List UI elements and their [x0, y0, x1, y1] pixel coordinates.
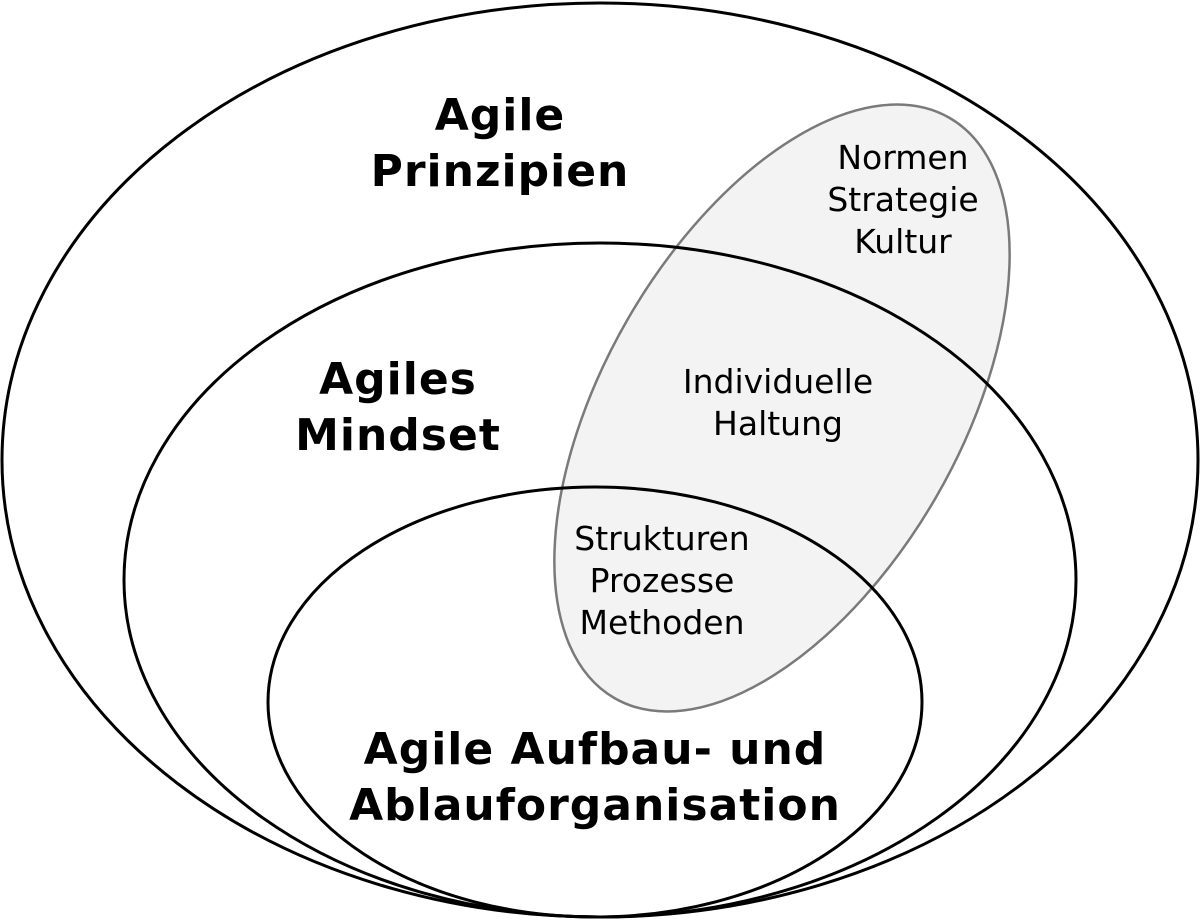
label-methoden: Methoden — [579, 603, 745, 642]
label-individuelle: Individuelle — [682, 362, 874, 401]
tilted-ellipse-individuelle-ebene — [553, 103, 1011, 713]
label-strukturen: Strukturen — [574, 519, 750, 558]
label-haltung: Haltung — [713, 404, 843, 443]
label-agile-aufbau-ablauforganisation: Agile Aufbau- und Ablauforganisation — [300, 722, 890, 834]
label-agile-prinzipien-line-1: Agile — [434, 90, 566, 141]
label-agiles-mindset: Agiles Mindset — [248, 352, 548, 464]
label-kultur: Kultur — [854, 222, 952, 261]
label-normen-strategie-kultur: Normen Strategie Kultur — [793, 137, 1013, 263]
label-agile-prinzipien: Agile Prinzipien — [330, 88, 670, 200]
label-normen: Normen — [837, 138, 969, 177]
inner-ellipse-aufbau-ablauforganisation — [266, 485, 924, 919]
label-strukturen-prozesse-methoden: Strukturen Prozesse Methoden — [542, 518, 782, 644]
label-individuelle-haltung: Individuelle Haltung — [648, 361, 908, 445]
label-agiles-mindset-line-2: Mindset — [295, 410, 501, 461]
label-agile-prinzipien-line-2: Prinzipien — [370, 146, 630, 197]
label-strategie: Strategie — [827, 180, 979, 219]
label-aufbau-line-2: Ablauforganisation — [349, 780, 841, 831]
label-prozesse: Prozesse — [589, 561, 735, 600]
label-agiles-mindset-line-1: Agiles — [319, 354, 477, 405]
label-aufbau-line-1: Agile Aufbau- und — [363, 724, 827, 775]
